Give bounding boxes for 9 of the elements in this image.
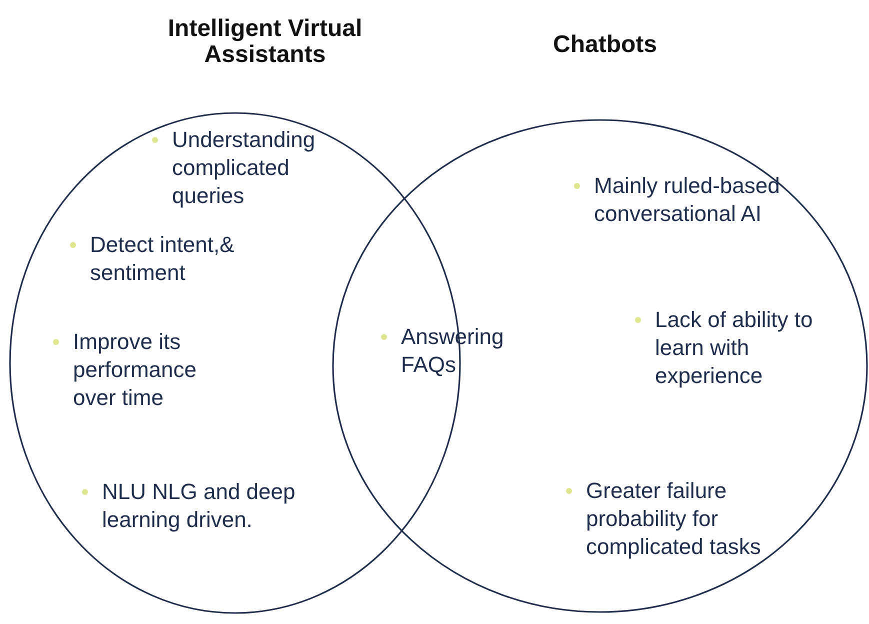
set-title: Chatbots [552,32,658,58]
bullet-point: Greater failure probability for complicated tasks [562,477,761,561]
set-title: Intelligent Virtual Assistants [166,16,364,68]
bullet-point: Detect intent,& sentiment [66,231,270,287]
bullet-point: Improve its performance over time [49,328,223,412]
bullet-point: NLU NLG and deep learning driven. [78,478,327,534]
bullet-point: Understanding complicated queries [148,126,332,210]
bullet-point: Lack of ability to learn with experience [631,306,835,390]
bullet-point: Mainly ruled-based conversational AI [570,172,804,228]
